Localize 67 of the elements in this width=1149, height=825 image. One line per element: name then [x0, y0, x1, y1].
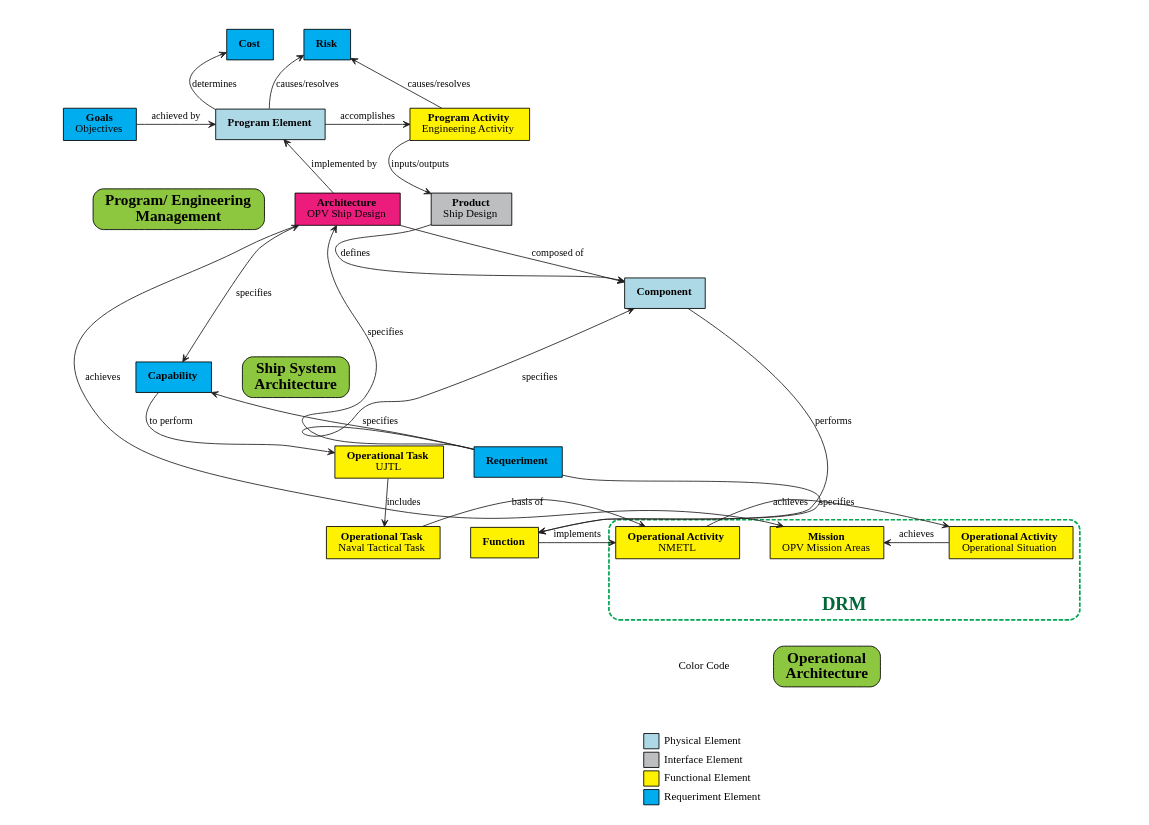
edge-label: includes: [386, 495, 421, 507]
legend-label: Interface Element: [663, 752, 743, 765]
arrow: [334, 224, 625, 284]
edge-label: performs: [814, 415, 852, 427]
arrow: [421, 498, 646, 528]
edge-label: determines: [191, 77, 237, 89]
edge-label: defines: [340, 247, 370, 259]
edge-label: causes/resolves: [275, 77, 339, 89]
edge-label: causes/resolves: [406, 77, 470, 89]
edge-label: achieves: [898, 528, 934, 540]
node-box: Operational Architecture: [772, 645, 881, 688]
node-box: Program Activity Engineering Activity: [409, 107, 530, 141]
arrow: [537, 308, 828, 535]
node-box: Goals Objectives: [62, 107, 137, 141]
edge-label: achieves: [84, 370, 120, 382]
edge-label: specifies: [818, 495, 855, 507]
edge-label: specifies: [235, 286, 272, 298]
node-box: Ship System Architecture: [241, 356, 350, 398]
arrow: [537, 474, 820, 535]
edge-label: specifies: [367, 326, 403, 338]
arrow: [135, 120, 216, 128]
edge-label: composed of: [530, 247, 584, 259]
legend-label: Physical Element: [663, 734, 741, 747]
arrow: [349, 57, 442, 109]
arrow: [210, 391, 474, 450]
node-box: Program/ Engineering Management: [92, 188, 265, 230]
arrow: [537, 539, 616, 547]
legend-label: Requeriment Element: [663, 790, 760, 803]
edge-label: to perform: [149, 415, 193, 427]
arrow: [181, 224, 299, 363]
edge-label: achieved by: [151, 109, 200, 121]
arrow: [705, 499, 950, 529]
arrow: [188, 51, 227, 110]
node-box: Program Element: [214, 108, 326, 141]
node-box: Operational Task UJTL: [333, 445, 444, 479]
edge-label: specifies: [521, 370, 558, 382]
node-box: Operational Activity NMETL: [614, 526, 740, 560]
arrow: [268, 54, 304, 110]
edge-label: achieves: [772, 495, 808, 507]
arrow: [145, 392, 335, 456]
node-box: Risk: [303, 28, 351, 61]
legend-label: Functional Element: [663, 771, 751, 784]
arrow: [883, 539, 949, 547]
arrow: [324, 120, 410, 128]
edge-label: implemented by: [310, 158, 377, 170]
node-box: Component: [623, 277, 706, 309]
label: Color Code: [677, 659, 730, 672]
arrow: [282, 139, 334, 194]
node-box: Mission OPV Mission Areas: [769, 526, 884, 560]
arrow: [73, 224, 784, 529]
arrow: [380, 478, 388, 527]
node-box: Capability: [135, 361, 212, 393]
node-box: Operational Activity Operational Situation: [948, 526, 1073, 560]
edge-label: specifies: [361, 415, 398, 427]
arrow: [301, 225, 474, 450]
arrow: [387, 139, 432, 195]
edge-label: accomplishes: [339, 109, 395, 121]
node-box: Architecture OPV Ship Design: [294, 192, 401, 226]
node-box: Cost: [225, 28, 274, 61]
node-box: Product Ship Design: [430, 192, 512, 226]
edge-label: inputs/outputs: [390, 158, 449, 170]
node-box: Operational Task Naval Tactical Task: [325, 526, 441, 560]
arrow: [399, 224, 625, 284]
node-box: Function: [469, 526, 539, 559]
node-box: Requeriment: [473, 446, 563, 478]
arrow: [301, 308, 634, 450]
edge-label: implements: [552, 528, 601, 540]
